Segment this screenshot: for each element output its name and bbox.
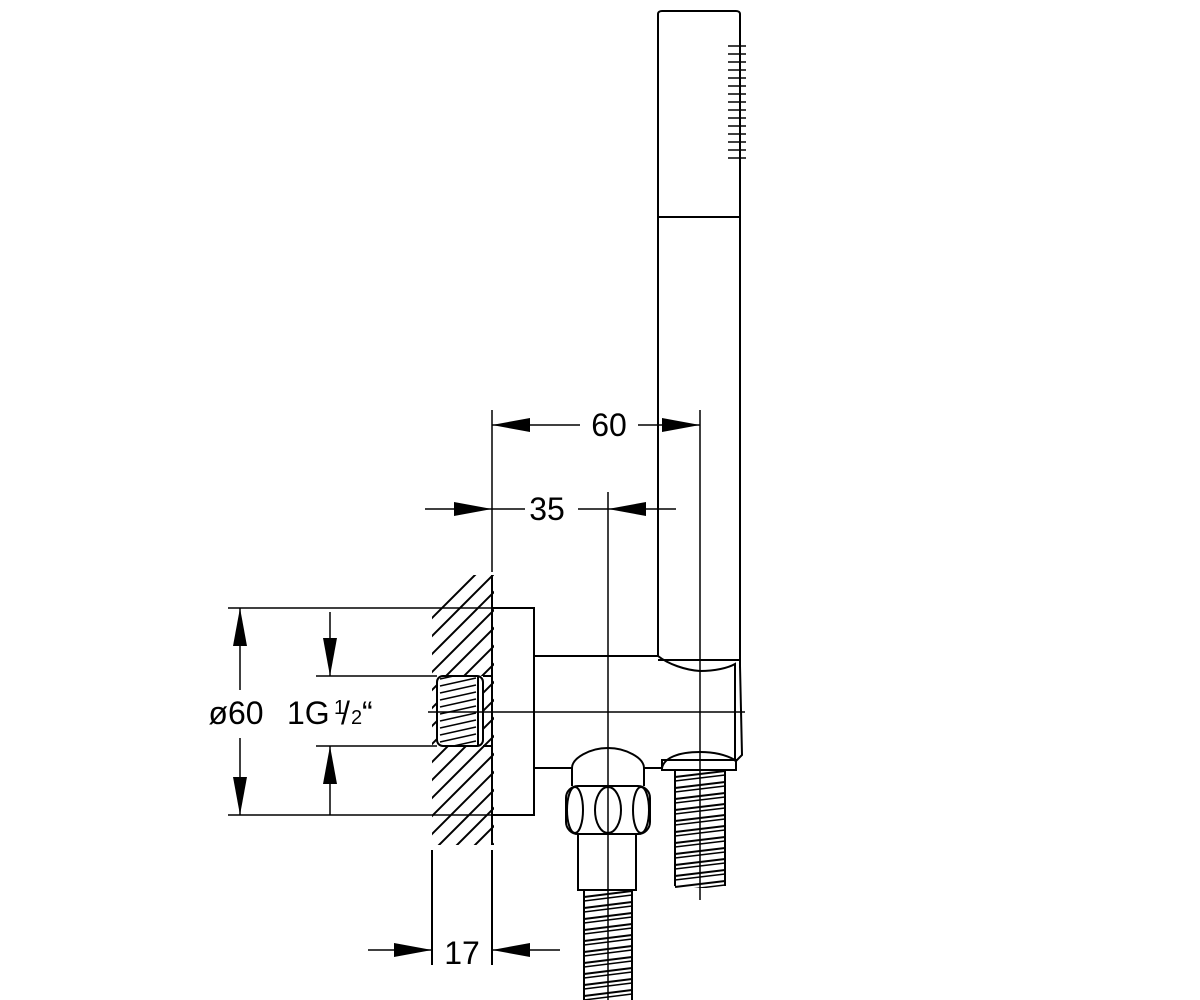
drawing-line	[432, 608, 494, 674]
drawing-line	[693, 884, 726, 888]
dimension-diameter: ø60	[208, 607, 492, 816]
spray-nozzles	[728, 45, 746, 159]
wall-section	[420, 575, 510, 965]
thread-fraction-denominator: 2	[351, 707, 362, 729]
dimension-thread: 1G 1 / 2 “	[287, 612, 437, 815]
drawing-line	[432, 626, 494, 692]
connector-body	[428, 655, 745, 769]
dimension-17: 17	[368, 935, 560, 971]
drawing-line	[432, 590, 494, 656]
drawing-line	[439, 676, 457, 680]
thread-fraction-slash: /	[341, 695, 350, 731]
drawing-line	[455, 806, 494, 845]
drawing-line	[439, 719, 477, 729]
drawing-line	[439, 733, 477, 743]
thread-fraction-numerator: 1	[334, 697, 345, 719]
hand-shower	[657, 10, 746, 668]
drawing-line	[439, 698, 477, 708]
dimension-label-60: 60	[591, 407, 627, 443]
drawing-line	[491, 842, 494, 845]
dimension-35: 35	[425, 491, 676, 527]
drawing-line	[432, 575, 477, 620]
drawing-line	[432, 575, 494, 638]
drawing-line	[439, 726, 477, 736]
drawing-line	[439, 684, 477, 694]
drawing-line	[439, 712, 477, 722]
dimension-label-35: 35	[529, 491, 565, 527]
drawing-line	[432, 752, 494, 818]
dimension-label-17: 17	[444, 935, 480, 971]
thread-inch-mark: “	[362, 695, 373, 731]
wall-thread-connector	[436, 675, 492, 747]
drawing-line	[439, 691, 477, 701]
drawing-line	[432, 734, 494, 800]
drawing-line	[437, 788, 494, 845]
dimension-label-thread: 1G	[287, 695, 330, 731]
drawing-line	[420, 846, 510, 936]
dimension-label-diameter: ø60	[208, 695, 263, 731]
dimension-60-top: 60	[491, 407, 700, 572]
drawing-line	[439, 677, 477, 687]
drawing-line	[432, 770, 494, 836]
drawing-line	[473, 824, 494, 845]
